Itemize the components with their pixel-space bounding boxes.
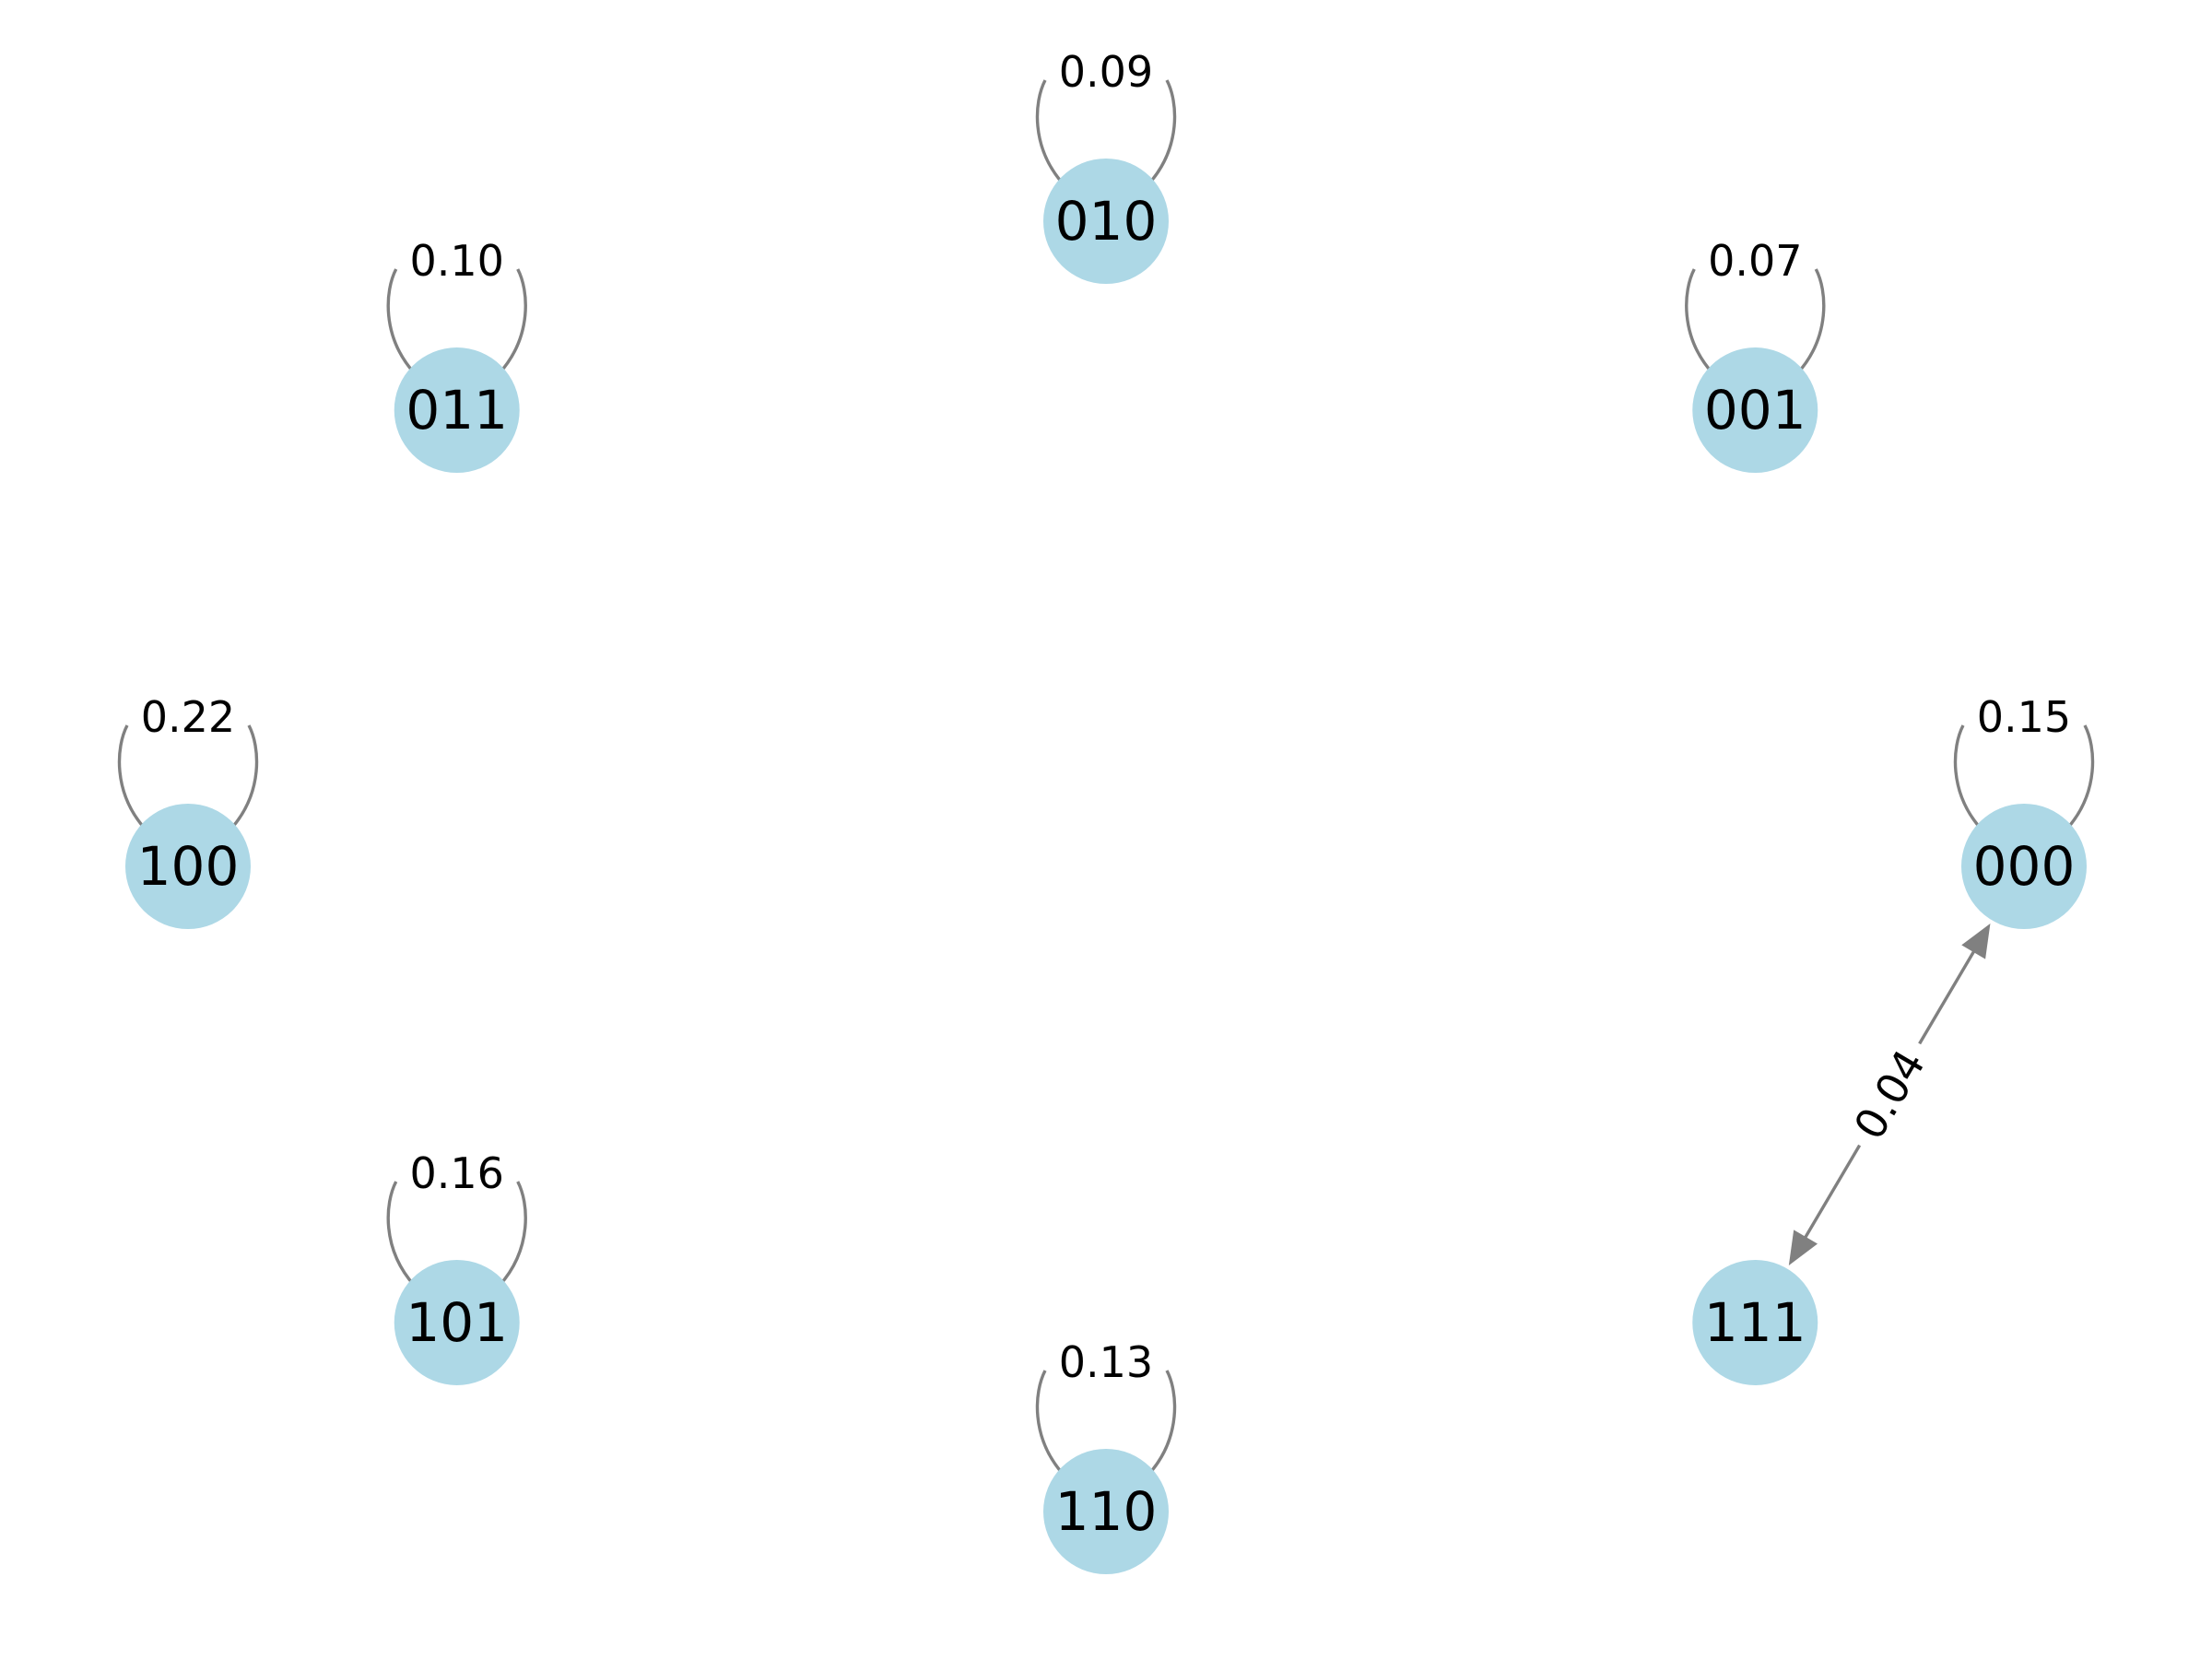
self-loop-101 bbox=[386, 1181, 527, 1288]
self-loop-001 bbox=[1685, 268, 1826, 375]
edge-label-000-111: 0.04 bbox=[1844, 1041, 1936, 1148]
self-loop-000 bbox=[1953, 724, 2095, 831]
self-loop-110 bbox=[1035, 1370, 1177, 1477]
self-loop-label-000: 0.15 bbox=[1977, 692, 2071, 742]
node-111 bbox=[1692, 1259, 1818, 1385]
self-loop-100 bbox=[117, 724, 259, 831]
self-loop-011 bbox=[386, 268, 527, 375]
node-001 bbox=[1692, 347, 1818, 474]
node-label-111: 111 bbox=[1704, 1291, 1806, 1354]
node-110 bbox=[1043, 1449, 1169, 1574]
node-label-000: 000 bbox=[1973, 835, 2076, 898]
node-000 bbox=[1961, 804, 2087, 929]
node-101 bbox=[394, 1259, 520, 1385]
node-label-110: 110 bbox=[1055, 1480, 1158, 1543]
self-loop-label-010: 0.09 bbox=[1059, 47, 1153, 97]
node-label-010: 010 bbox=[1055, 190, 1158, 253]
self-loop-label-011: 0.10 bbox=[410, 236, 504, 286]
node-label-100: 100 bbox=[137, 835, 240, 898]
arrowhead-to-000 bbox=[1961, 924, 1991, 959]
self-loop-010 bbox=[1035, 79, 1177, 186]
node-100 bbox=[125, 804, 251, 929]
node-010 bbox=[1043, 159, 1169, 284]
node-label-001: 001 bbox=[1704, 379, 1806, 441]
node-011 bbox=[394, 347, 520, 474]
edge-line-000-111-b bbox=[1801, 1144, 1862, 1242]
node-label-101: 101 bbox=[406, 1291, 508, 1354]
arrowhead-to-111 bbox=[1788, 1230, 1818, 1265]
edge-line-000-111-a bbox=[1918, 947, 1978, 1045]
self-loop-label-100: 0.22 bbox=[141, 692, 235, 742]
node-label-011: 011 bbox=[406, 379, 508, 441]
self-loop-label-001: 0.07 bbox=[1708, 236, 1802, 286]
self-loop-label-110: 0.13 bbox=[1059, 1337, 1153, 1387]
self-loop-label-101: 0.16 bbox=[410, 1148, 504, 1198]
